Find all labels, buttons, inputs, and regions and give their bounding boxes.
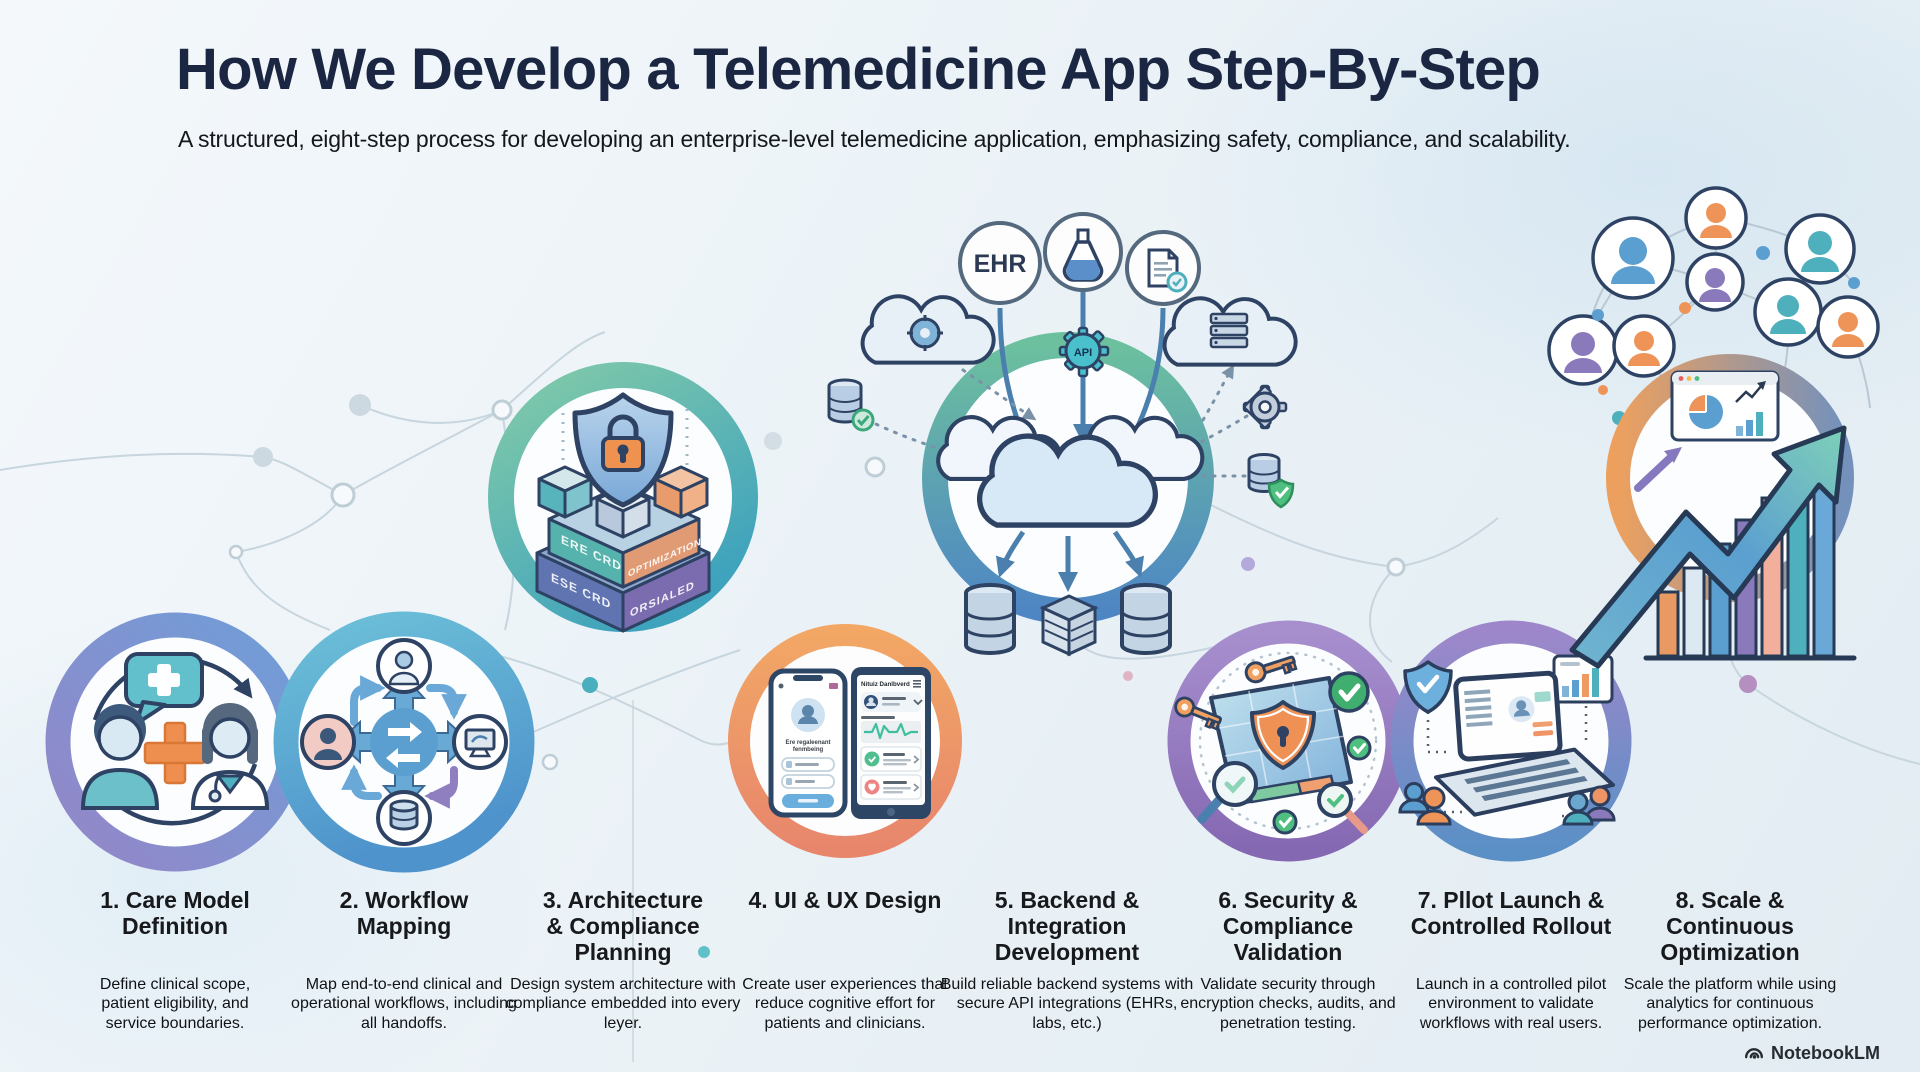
step-caption-3: 3. Architecture & Compliance Planning De… — [503, 887, 743, 1036]
notebooklm-logo-icon — [1745, 1048, 1763, 1059]
check-badge-small-right — [1346, 735, 1372, 761]
laptop-icon — [1434, 670, 1615, 817]
node-monitor-icon — [452, 714, 508, 770]
step6-security-illustration — [1167, 620, 1409, 862]
lab-flask-icon — [1043, 212, 1123, 292]
cloud-to-db-arrows — [995, 530, 1145, 592]
step-description: Define clinical scope, patient eligibili… — [99, 975, 251, 1033]
step-caption-7: 7. Pllot Launch & Controlled Rollout Lau… — [1391, 887, 1631, 1036]
step5-backend-illustration: EHR API — [827, 212, 1298, 657]
small-growth-arrow-icon — [1634, 447, 1682, 492]
check-badge-large — [1328, 671, 1370, 713]
node-doctor-icon — [300, 714, 356, 770]
step-title: 2. Workflow Mapping — [339, 887, 469, 939]
svg-text:Nituiz Danlbverd: Nituiz Danlbverd — [861, 681, 910, 688]
node-database-icon — [376, 790, 432, 846]
doctor-icon — [190, 703, 270, 810]
step-caption-2: 2. Workflow Mapping Map end-to-end clini… — [284, 887, 524, 1036]
document-icon — [1125, 230, 1201, 306]
step2-workflow-illustration — [273, 611, 535, 873]
server-database-icons — [964, 583, 1172, 657]
cloud-gear-icon — [860, 294, 996, 365]
step-caption-8: 8. Scale & Continuous Optimization Scale… — [1610, 887, 1850, 1036]
step-title: 7. Pllot Launch & Controlled Rollout — [1410, 887, 1612, 939]
svg-text:EHR: EHR — [974, 250, 1027, 278]
step-description: Design system architecture with complian… — [505, 975, 741, 1033]
step-title: 4. UI & UX Design — [748, 887, 942, 913]
api-gear-badge: API — [1058, 326, 1110, 378]
big-growth-arrow-icon — [1569, 425, 1847, 669]
phone-mockup: Ere regaleenant fenmbeing — [768, 668, 848, 818]
tablet-mockup: Nituiz Danlbverd — [851, 667, 931, 819]
svg-text:API: API — [1074, 347, 1092, 359]
database-check-icon — [827, 378, 875, 432]
watermark-label: NotebookLM — [1771, 1042, 1880, 1063]
step-title: 8. Scale & Continuous Optimization — [1660, 887, 1800, 965]
svg-text:Ere regaleenant: Ere regaleenant — [785, 740, 830, 746]
step-description: Map end-to-end clinical and operational … — [291, 975, 517, 1033]
workflow-loop-arrows — [341, 675, 467, 809]
cloud-server-icon — [1162, 296, 1298, 367]
step4-uiux-illustration: Ere regaleenant fenmbeing Nituiz Danlbve… — [728, 624, 962, 858]
step-title: 6. Security & Compliance Validation — [1218, 887, 1358, 965]
step-description: Build reliable backend systems with secu… — [940, 975, 1194, 1033]
step-title: 3. Architecture & Compliance Planning — [542, 887, 704, 965]
database-shield-icon — [1247, 453, 1295, 509]
step-title: 5. Backend & Integration Development — [994, 887, 1140, 965]
step-caption-5: 5. Backend & Integration Development Bui… — [941, 887, 1194, 1036]
cube-icons — [537, 465, 709, 539]
key-icon-top — [1244, 655, 1298, 684]
step-caption-1: 1. Care Model Definition Define clinical… — [55, 887, 295, 1036]
cloud-cluster-icon — [936, 415, 1205, 528]
step-description: Create user experiences that reduce cogn… — [742, 975, 948, 1033]
step-description: Validate security through encryption che… — [1180, 975, 1396, 1033]
step-caption-6: 6. Security & Compliance Validation Vali… — [1168, 887, 1408, 1036]
shield-keyhole-icon — [1250, 700, 1316, 770]
node-nurse-icon — [376, 638, 432, 694]
step8-scale-illustration — [1547, 186, 1880, 669]
step-description: Launch in a controlled pilot environment… — [1415, 975, 1607, 1033]
user-group-right — [1562, 785, 1616, 826]
shield-check-icon — [1403, 660, 1453, 714]
step-title: 1. Care Model Definition — [100, 887, 250, 939]
hub-swap-icon — [336, 674, 472, 810]
connector-node-dots — [228, 394, 1757, 958]
notebooklm-watermark: NotebookLM — [1743, 1042, 1880, 1064]
ehr-badge: EHR — [958, 221, 1042, 305]
user-network — [1547, 186, 1880, 425]
check-badge-small-bottom — [1272, 809, 1298, 835]
page-subtitle: A structured, eight-step process for dev… — [178, 126, 1571, 152]
dashed-guides — [561, 409, 689, 475]
step-caption-4: 4. UI & UX Design Create user experience… — [725, 887, 965, 1036]
step-description: Scale the platform while using analytics… — [1623, 975, 1837, 1033]
gear-icon — [1242, 384, 1288, 430]
step3-architecture-illustration: ERE CRD OPTIMIZATION ESE CRD ORSIALED — [488, 362, 758, 633]
patient-icon — [80, 704, 160, 810]
magnifier-check-right — [1317, 782, 1368, 834]
user-group-left — [1398, 782, 1452, 826]
key-icon-left — [1174, 696, 1222, 731]
shield-lock-icon — [572, 392, 674, 508]
page-title: How We Develop a Telemedicine App Step-B… — [176, 37, 1541, 102]
svg-text:fenmbeing: fenmbeing — [793, 747, 824, 753]
magnifier-check-left — [1197, 761, 1258, 824]
analytics-card-icon — [1670, 370, 1780, 442]
